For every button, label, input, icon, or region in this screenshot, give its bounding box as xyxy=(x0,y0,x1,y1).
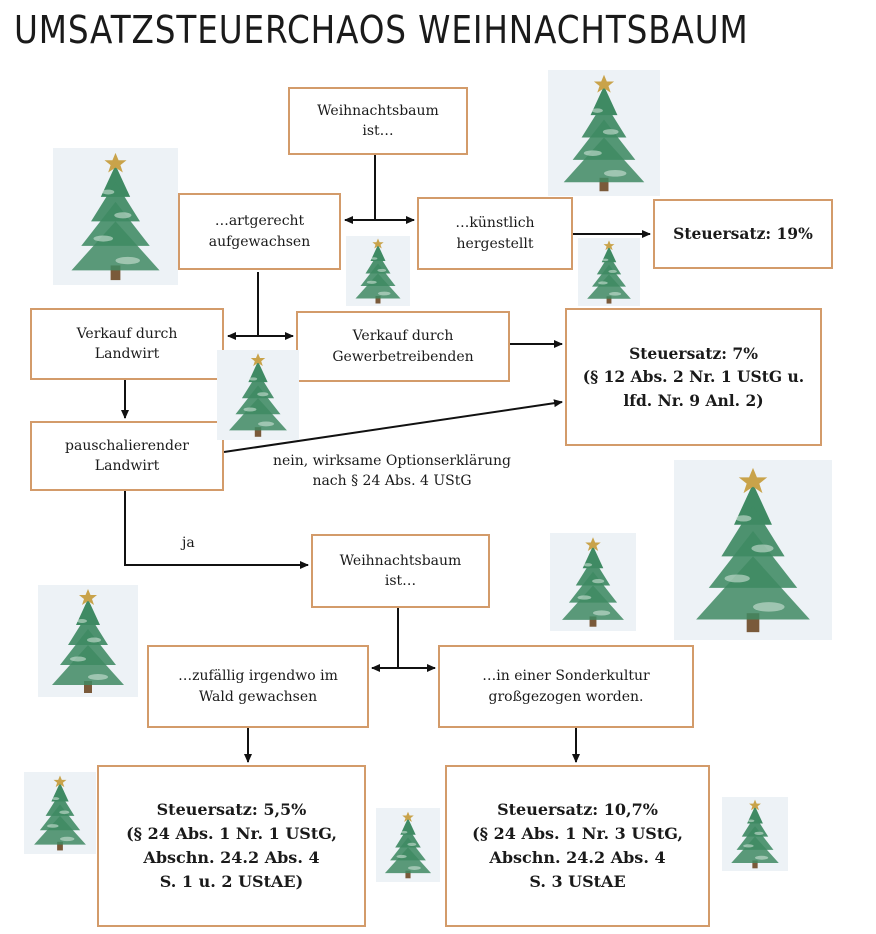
box-trader-line1: Verkauf durch xyxy=(352,328,454,345)
box-natural-line1: …artgerecht xyxy=(214,213,305,230)
box-special: …in einer Sonderkultur großgezogen worde… xyxy=(438,645,694,728)
box-natural-line2: aufgewachsen xyxy=(208,233,311,250)
box-start: Weihnachtsbaum ist… xyxy=(288,87,468,155)
box-flatrate-line2: Landwirt xyxy=(94,458,160,474)
box-rate55-line1: Steuersatz: 5,5% xyxy=(156,800,307,819)
box-trader-line2: Gewerbetreibenden xyxy=(332,348,474,365)
box-artificial: …künstlich hergestellt xyxy=(417,197,573,270)
box-start-line2: ist… xyxy=(362,123,394,139)
box-farmer: Verkauf durch Landwirt xyxy=(30,308,224,380)
box-special-line1: …in einer Sonderkultur xyxy=(482,668,650,685)
box-rate7-line2: (§ 12 Abs. 2 Nr. 1 UStG u. xyxy=(582,367,805,387)
box-rate55-line4: S. 1 u. 2 UStAE) xyxy=(159,872,304,891)
box-trader: Verkauf durch Gewerbetreibenden xyxy=(296,311,510,382)
box-rate107: Steuersatz: 10,7% (§ 24 Abs. 1 Nr. 3 USt… xyxy=(445,765,710,927)
christmas-tree-icon xyxy=(550,533,636,631)
box-rate107-line2: (§ 24 Abs. 1 Nr. 3 UStG, xyxy=(472,824,683,843)
box-rate19: Steuersatz: 19% xyxy=(653,199,833,269)
christmas-tree-icon xyxy=(578,238,640,306)
box-rate7-line1: Steuersatz: 7% xyxy=(629,344,758,364)
box-farmer-line1: Verkauf durch xyxy=(76,325,178,342)
arrow-flatrate-to-rate7 xyxy=(223,399,563,453)
box-rate55-line2: (§ 24 Abs. 1 Nr. 1 UStG, xyxy=(126,824,337,843)
label-no-line1: nein, wirksame Optionserklärung xyxy=(272,453,512,469)
box-start-line1: Weihnachtsbaum xyxy=(317,102,439,119)
box-rate7: Steuersatz: 7% (§ 12 Abs. 2 Nr. 1 UStG u… xyxy=(565,308,822,446)
christmas-tree-icon xyxy=(722,797,788,871)
box-artificial-line2: hergestellt xyxy=(456,235,534,252)
box-tree2: Weihnachtsbaum ist… xyxy=(311,534,490,608)
box-flatrate-line1: pauschalierender xyxy=(65,437,189,454)
page-title: UMSATZSTEUERCHAOS WEIHNACHTSBAUM xyxy=(14,8,749,52)
box-farmer-line2: Landwirt xyxy=(94,346,160,362)
label-no-option: nein, wirksame Optionserklärung nach § 2… xyxy=(262,452,522,491)
box-tree2-line1: Weihnachtsbaum xyxy=(339,552,462,569)
box-rate55: Steuersatz: 5,5% (§ 24 Abs. 1 Nr. 1 UStG… xyxy=(97,765,366,927)
christmas-tree-icon xyxy=(346,236,410,306)
christmas-tree-icon xyxy=(674,460,832,640)
label-no-line2: nach § 24 Abs. 4 UStG xyxy=(312,472,472,489)
box-rate19-line1: Steuersatz: 19% xyxy=(673,224,813,244)
label-yes: ja xyxy=(182,535,195,551)
box-rate107-line4: S. 3 UStAE xyxy=(529,872,626,891)
box-rate55-line3: Abschn. 24.2 Abs. 4 xyxy=(143,848,320,867)
box-forest: …zufällig irgendwo im Wald gewachsen xyxy=(147,645,369,728)
box-flatrate: pauschalierender Landwirt xyxy=(30,421,224,491)
box-natural: …artgerecht aufgewachsen xyxy=(178,193,341,270)
box-rate107-line3: Abschn. 24.2 Abs. 4 xyxy=(489,848,666,867)
box-rate107-line1: Steuersatz: 10,7% xyxy=(497,800,658,819)
christmas-tree-icon xyxy=(38,585,138,697)
arrow-flatrate-to-tree2 xyxy=(124,490,309,569)
christmas-tree-icon xyxy=(53,148,178,285)
box-forest-line1: …zufällig irgendwo im xyxy=(178,668,338,685)
christmas-tree-icon xyxy=(376,808,440,882)
box-artificial-line1: …künstlich xyxy=(455,215,535,232)
box-tree2-line2: ist… xyxy=(384,573,417,589)
box-rate7-line3: lfd. Nr. 9 Anl. 2) xyxy=(623,390,764,410)
box-special-line2: großgezogen worden. xyxy=(488,688,644,705)
box-forest-line2: Wald gewachsen xyxy=(198,688,318,705)
christmas-tree-icon xyxy=(24,772,96,854)
christmas-tree-icon xyxy=(217,350,299,440)
christmas-tree-icon xyxy=(548,70,660,196)
